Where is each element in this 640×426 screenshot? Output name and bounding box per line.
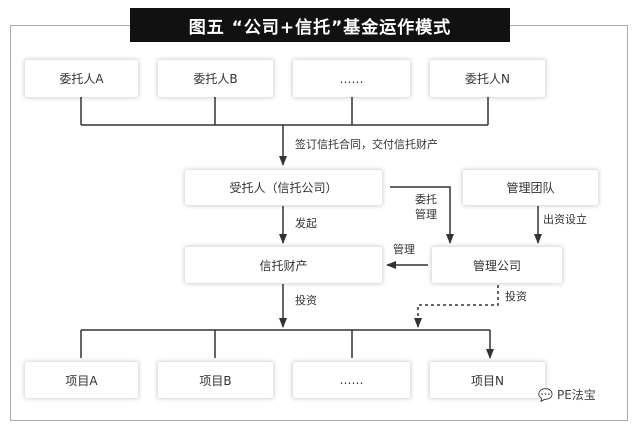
watermark: 💬 PE法宝: [538, 386, 596, 403]
invest-dashed-label: 投资: [505, 290, 527, 303]
entrust-label-2: 管理: [415, 208, 437, 221]
top-box-a: 委托人A: [25, 60, 138, 97]
management-team-box: 管理团队: [463, 170, 598, 205]
initiate-label: 发起: [295, 217, 317, 230]
management-company-box: 管理公司: [432, 247, 562, 283]
invest-label: 投资: [295, 294, 317, 307]
bottom-box-ellipsis: ……: [293, 362, 410, 398]
bottom-box-a: 项目A: [25, 362, 138, 398]
trust-property-box: 信托财产: [185, 247, 382, 283]
sign-label: 签订信托合同，交付信托财产: [295, 138, 438, 151]
bottom-box-n: 项目N: [430, 362, 545, 398]
top-connector: [80, 97, 489, 126]
top-box-b: 委托人B: [158, 60, 273, 97]
trustee-box: 受托人（信托公司）: [185, 170, 382, 205]
entrust-arrow: [390, 186, 454, 244]
contribute-label: 出资设立: [543, 213, 587, 226]
diagram-title: 图五 “公司+信托”基金运作模式: [130, 8, 510, 42]
wechat-icon: 💬: [538, 387, 553, 402]
top-box-n: 委托人N: [430, 60, 545, 97]
top-box-ellipsis: ……: [293, 60, 410, 97]
invest-dashed-arrow: [414, 285, 499, 328]
watermark-text: PE法宝: [556, 388, 596, 402]
bottom-box-b: 项目B: [158, 362, 273, 398]
manage-label: 管理: [393, 243, 415, 256]
entrust-label-1: 委托: [415, 193, 437, 206]
